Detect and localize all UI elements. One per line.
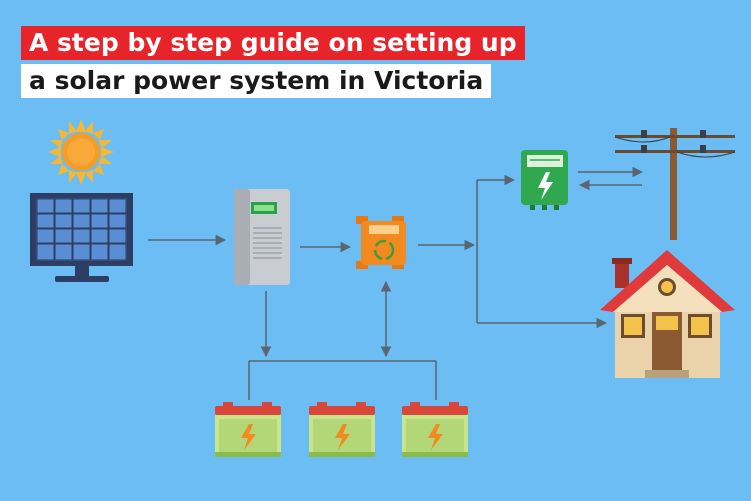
battery [402,402,468,457]
sun-icon [48,119,114,185]
battery [215,402,281,457]
solar-panel [30,193,133,282]
power-pole [614,128,736,240]
title-line-2: a solar power system in Victoria [21,64,492,98]
charge-controller [356,216,406,269]
battery [309,402,375,457]
house [600,250,735,378]
title-line-1: A step by step guide on setting up [21,26,525,60]
inverter [234,189,290,285]
electricity-meter [521,150,568,210]
